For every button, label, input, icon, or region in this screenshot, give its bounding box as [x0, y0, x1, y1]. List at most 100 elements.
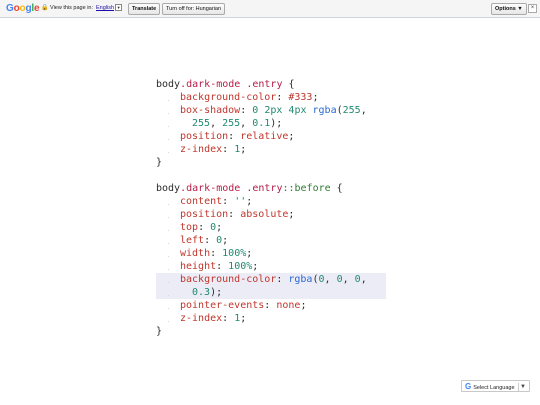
code-token: ; [246, 248, 253, 259]
code-token: , [360, 105, 367, 116]
code-token: : [210, 248, 223, 259]
lock-icon: 🔒 [41, 5, 49, 11]
code-token: 1 [234, 313, 241, 324]
code-token: 0 [354, 274, 361, 285]
code-line: top: 0; [156, 221, 386, 234]
code-line: z-index: 1; [156, 312, 386, 325]
code-token: 0 [252, 105, 259, 116]
options-button[interactable]: Options ▼ [491, 3, 527, 15]
code-token: 0.1 [252, 118, 271, 129]
code-line: content: ''; [156, 195, 386, 208]
code-token: 0 [336, 274, 343, 285]
code-line: z-index: 1; [156, 143, 386, 156]
code-token: 4px [288, 105, 307, 116]
translate-bar: Google 🔒 View this page in: English▼ Tra… [0, 0, 540, 18]
code-token: ; [300, 300, 307, 311]
code-token: : [276, 274, 289, 285]
chevron-down-icon: ▼ [115, 4, 123, 12]
code-token: : [264, 300, 277, 311]
code-token: 100% [228, 261, 253, 272]
code-token: z-index [180, 313, 223, 324]
code-token: left [180, 235, 205, 246]
code-token: ::before [282, 183, 331, 194]
code-token: : [222, 196, 235, 207]
code-token: none [276, 300, 301, 311]
code-token: 255 [342, 105, 361, 116]
code-closing-brace: } [156, 326, 163, 337]
code-token: ); [270, 118, 283, 129]
code-token: ( [312, 274, 319, 285]
code-token: background-color [180, 92, 277, 103]
code-token: : [276, 92, 289, 103]
logo-letter: l [31, 3, 34, 14]
close-icon[interactable]: × [528, 4, 537, 13]
code-token: : [228, 131, 241, 142]
code-token: 2px [264, 105, 283, 116]
code-token: box-shadow [180, 105, 241, 116]
code-selector-line: body.dark-mode .entry { [156, 78, 386, 91]
code-token: body [156, 79, 181, 90]
code-token: ; [240, 144, 247, 155]
code-token: 0 [318, 274, 325, 285]
code-listing: body.dark-mode .entry {background-color:… [156, 78, 386, 338]
code-token: ( [336, 105, 343, 116]
code-token: , [324, 274, 337, 285]
code-token: 255 [222, 118, 241, 129]
divider [518, 383, 519, 391]
turn-off-button[interactable]: Turn off for: Hungarian [162, 3, 226, 15]
code-line: background-color: rgba(0, 0, 0, [156, 273, 386, 286]
code-token: 100% [222, 248, 247, 259]
code-token: .entry [246, 183, 283, 194]
code-token: ; [246, 196, 253, 207]
google-g-icon: G [465, 382, 472, 391]
code-token: 1 [234, 144, 241, 155]
code-line: pointer-events: none; [156, 299, 386, 312]
code-token: , [342, 274, 355, 285]
code-token: , [210, 118, 223, 129]
code-line: 255, 255, 0.1); [156, 117, 386, 130]
code-token: 255 [192, 118, 211, 129]
code-token: pointer-events [180, 300, 265, 311]
code-token: absolute [240, 209, 289, 220]
code-token: rgba [288, 274, 313, 285]
code-token: { [282, 79, 295, 90]
code-line: background-color: #333; [156, 91, 386, 104]
code-token: .dark-mode [180, 183, 241, 194]
code-token: .entry [246, 79, 283, 90]
code-token: '' [234, 196, 247, 207]
code-line: position: relative; [156, 130, 386, 143]
code-selector-line: body.dark-mode .entry::before { [156, 182, 386, 195]
code-token: : [204, 235, 217, 246]
code-token: position [180, 209, 229, 220]
code-token: ; [216, 222, 223, 233]
code-token: { [330, 183, 343, 194]
code-token: position [180, 131, 229, 142]
logo-letter: o [13, 3, 20, 14]
translate-button[interactable]: Translate [128, 3, 161, 15]
code-token: body [156, 183, 181, 194]
code-token: ; [222, 235, 229, 246]
language-selector-label: English [96, 5, 115, 11]
code-token: #333 [288, 92, 313, 103]
code-token: : [240, 105, 253, 116]
code-line: left: 0; [156, 234, 386, 247]
code-token: width [180, 248, 211, 259]
code-token: : [222, 313, 235, 324]
select-language-label: Select Language [473, 385, 515, 391]
code-token: z-index [180, 144, 223, 155]
chevron-down-icon: ▼ [520, 384, 526, 390]
code-token: height [180, 261, 217, 272]
code-line: position: absolute; [156, 208, 386, 221]
google-logo: Google [6, 3, 40, 14]
code-token: : [216, 261, 229, 272]
logo-letter: G [6, 3, 14, 14]
logo-letter: g [25, 3, 32, 14]
code-line: width: 100%; [156, 247, 386, 260]
view-page-in-label: View this page in: [50, 5, 94, 11]
code-token: content [180, 196, 223, 207]
logo-letter: e [33, 3, 40, 14]
code-token: .dark-mode [180, 79, 241, 90]
code-line: 0.3); [156, 286, 386, 299]
language-selector[interactable]: English▼ [96, 4, 123, 12]
